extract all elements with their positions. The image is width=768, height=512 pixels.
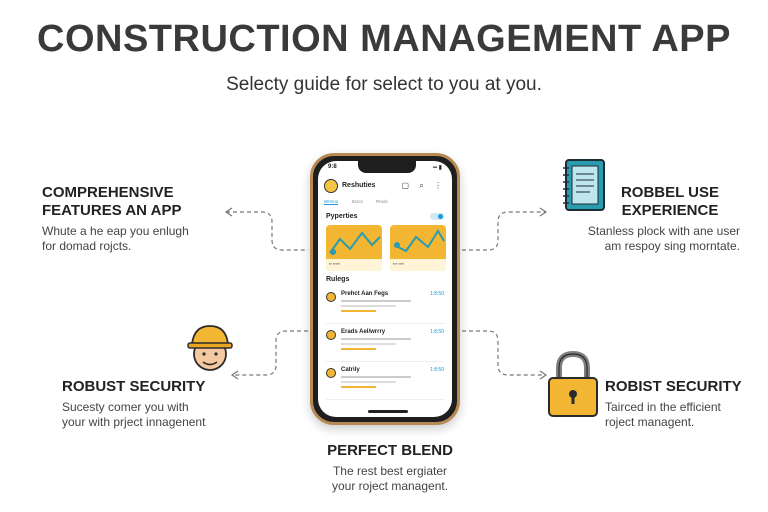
avatar [326,368,336,378]
avatar [326,292,336,302]
item-title: Catrily [341,367,360,373]
item-time: 1:8:50 [430,367,444,373]
page-subtitle: Selecty guide for select to you at you. [226,74,542,95]
section-toggle[interactable] [430,213,444,220]
padlock-icon [548,350,598,417]
item-time: 1:8:50 [430,329,444,335]
connector-arrow-bottom-right [462,330,548,380]
item-line [341,300,411,302]
card-footer: ▪▪▪ ▪▪▪▪ [390,259,446,271]
item-line [341,310,376,312]
tab-bar: Wrmns Ssrcs Rmds [324,199,446,207]
status-indicators: ▪▪ ▮ [432,165,442,171]
status-time: 9:8 [328,164,337,170]
item-time: 1:8:50 [430,291,444,297]
connector-arrow-top-right [462,207,548,251]
item-line [341,381,396,383]
section-title-rules: Rulegs [326,276,350,283]
page-title: CONSTRUCTION MANAGEMENT APP [37,18,731,60]
home-indicator [368,410,408,413]
connector-arrow-bottom-left [230,330,308,380]
item-line [341,343,396,345]
phone-screen: 9:8 ▪▪ ▮ Reshuties ▢ ⌕ ⋮ Wrmns Ssrcs Rmd… [318,161,452,417]
app-bar: Reshuties ▢ ⌕ ⋮ [324,179,446,195]
construction-worker-icon [187,325,233,371]
tab-2[interactable]: Ssrcs [351,199,363,204]
card-footer: ▪▪ ▪▪▪▪▪ [326,259,382,271]
item-title: Erads Ael/wrrry [341,329,386,335]
notebook-icon [563,159,605,211]
item-line [341,386,376,388]
avatar [326,330,336,340]
item-line [341,348,376,350]
property-card[interactable]: ▪▪ ▪▪▪▪▪ [326,225,382,271]
feature-robist-security: ROBIST SECURITY Tairced in the efficient… [605,378,745,430]
connector-arrow-top-left [224,207,308,251]
item-line [341,338,411,340]
tab-3[interactable]: Rmds [375,199,388,204]
item-title: Prehct Aan Fegs [341,291,389,297]
tab-1[interactable]: Wrmns [324,199,339,205]
chart-thumbnail [393,229,445,253]
phone-notch [358,161,416,173]
feature-title: ROBUST SECURITY [62,378,206,395]
feature-title: PERFECT BLEND [327,442,453,459]
item-line [341,376,411,378]
app-name: Reshuties [342,182,376,189]
list-item[interactable]: Prehct Aan Fegs 1:8:50 [326,288,444,324]
chart-thumbnail [329,231,381,255]
section-title-properties: Pyperties [326,213,358,220]
property-card[interactable]: ▪▪▪ ▪▪▪▪ [390,225,446,271]
item-line [341,305,396,307]
phone-mockup: 9:8 ▪▪ ▮ Reshuties ▢ ⌕ ⋮ Wrmns Ssrcs Rmd… [310,153,460,425]
list-item[interactable]: Catrily 1:8:50 [326,364,444,400]
appbar-icons[interactable]: ▢ ⌕ ⋮ [401,181,446,190]
list-item[interactable]: Erads Ael/wrrry 1:8:50 [326,326,444,362]
feature-title: ROBIST SECURITY [605,378,742,395]
app-logo [324,179,338,193]
